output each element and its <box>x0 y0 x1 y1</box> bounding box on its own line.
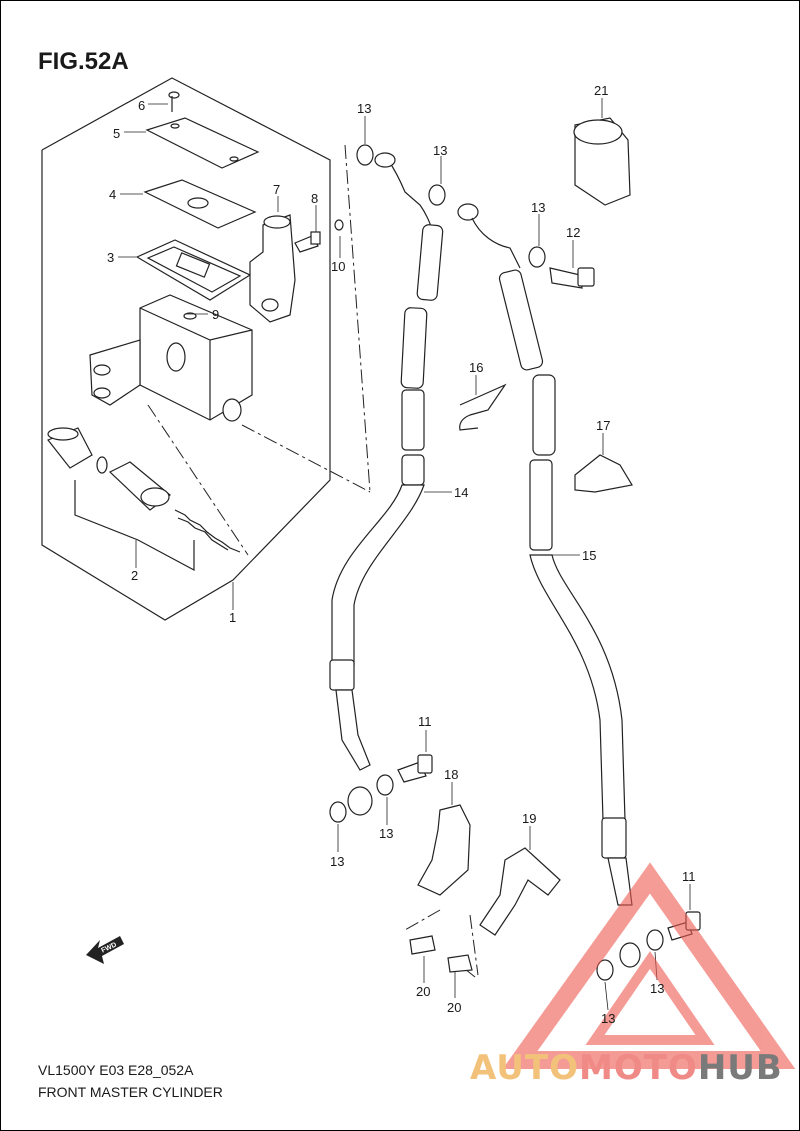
model-code: VL1500Y E03 E28_052A <box>38 1062 194 1078</box>
callout-2: 2 <box>131 568 138 583</box>
fwd-label: FWD <box>100 941 117 954</box>
callout-14: 14 <box>454 485 468 500</box>
assembly-box <box>41 77 331 621</box>
washer-10 <box>334 219 344 231</box>
callout-13-f: 13 <box>601 1011 615 1026</box>
figure-caption: FRONT MASTER CYLINDER <box>38 1084 223 1100</box>
washers-13 <box>329 144 664 981</box>
callout-5: 5 <box>113 126 120 141</box>
callout-3: 3 <box>107 250 114 265</box>
watermark-auto: AUTO <box>470 1048 579 1088</box>
screw-6 <box>168 91 180 112</box>
fwd-arrow-icon: FWD <box>86 936 124 964</box>
callout-6: 6 <box>138 98 145 113</box>
bracket-17 <box>574 454 633 493</box>
callout-13-g: 13 <box>650 981 664 996</box>
group-2-bracket <box>74 480 195 572</box>
callout-9: 9 <box>212 307 219 322</box>
callout-13-b: 13 <box>433 143 447 158</box>
callout-15: 15 <box>582 548 596 563</box>
callout-18: 18 <box>444 767 458 782</box>
figure-title: FIG.52A <box>38 48 129 75</box>
master-cylinder-body-1 <box>89 294 253 422</box>
callout-12: 12 <box>566 225 580 240</box>
bolts-20 <box>409 935 473 973</box>
watermark-hub: HUB <box>697 1048 783 1088</box>
brake-hose-15 <box>457 203 641 968</box>
plate-4 <box>143 179 257 229</box>
callout-4: 4 <box>109 187 116 202</box>
bracket-18 <box>417 804 471 896</box>
callout-16: 16 <box>469 360 483 375</box>
callout-21: 21 <box>594 83 608 98</box>
piston-kit-2 <box>47 427 241 553</box>
callout-13-c: 13 <box>531 200 545 215</box>
callout-20-b: 20 <box>447 1000 461 1015</box>
callout-11-a: 11 <box>418 714 432 729</box>
diaphragm-3 <box>135 239 252 301</box>
clip-16 <box>459 383 507 431</box>
watermark-logo-icon <box>502 862 796 1069</box>
callout-13-e: 13 <box>379 826 393 841</box>
brake-hose-14 <box>329 152 444 816</box>
callout-7: 7 <box>273 182 280 197</box>
callout-19: 19 <box>522 811 536 826</box>
watermark-text: AUTOMOTOHUB <box>470 1048 783 1088</box>
bolt-8 <box>294 231 321 253</box>
callout-17: 17 <box>596 418 610 433</box>
callout-13-a: 13 <box>357 101 371 116</box>
callout-20-a: 20 <box>416 984 430 999</box>
cover-21 <box>573 117 631 206</box>
callout-11-b: 11 <box>682 869 696 884</box>
callout-10: 10 <box>331 259 345 274</box>
bracket-19 <box>479 847 561 936</box>
watermark-moto: MOTO <box>578 1048 698 1088</box>
callout-1: 1 <box>229 610 236 625</box>
clamp-7 <box>249 214 296 323</box>
callout-8: 8 <box>311 191 318 206</box>
reservoir-cap-5 <box>145 117 260 169</box>
callout-13-d: 13 <box>330 854 344 869</box>
